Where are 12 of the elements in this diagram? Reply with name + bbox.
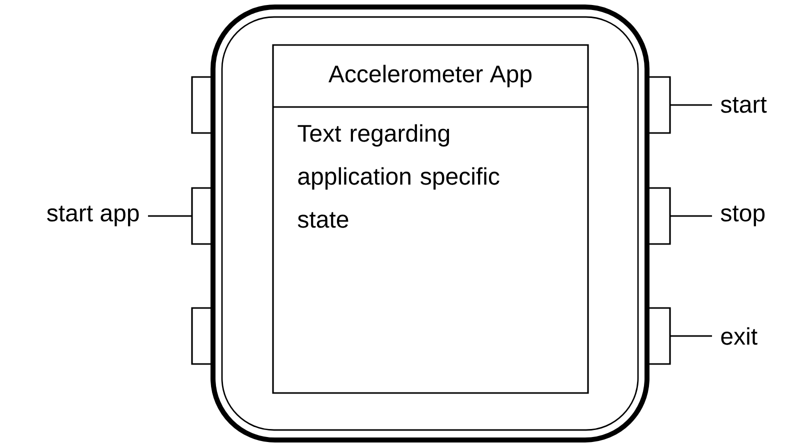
leader-line [670, 335, 712, 337]
leader-line [670, 104, 712, 106]
button-label: exit [721, 327, 758, 345]
leader-line [670, 215, 712, 217]
button-label: start [720, 97, 767, 113]
button-label: stop [720, 206, 765, 226]
leader-line [148, 215, 192, 217]
screen [272, 44, 589, 394]
watch-body [210, 4, 650, 442]
screen-title: Accelerometer App [328, 64, 532, 88]
screen-text: Text regarding application specific state [298, 124, 500, 228]
button-label: start app [47, 206, 139, 226]
